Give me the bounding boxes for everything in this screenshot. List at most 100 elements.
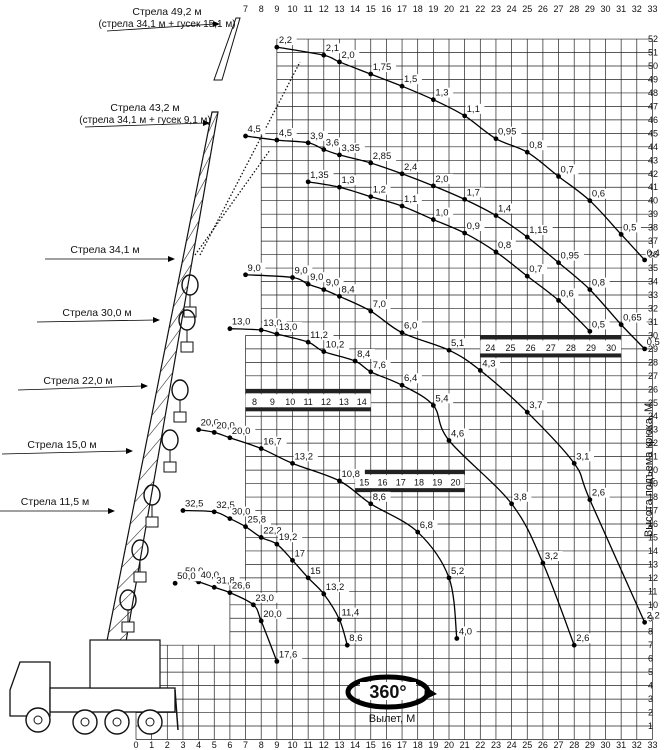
hatch-band-label: 29 — [586, 343, 596, 353]
load-label: 2,0 — [435, 174, 448, 185]
load-point — [446, 438, 452, 443]
load-label-bg — [215, 499, 240, 510]
load-label-bg — [403, 194, 422, 205]
top-x-tick-label: 26 — [538, 4, 548, 14]
load-point — [305, 179, 311, 185]
y-tick-label: 34 — [648, 277, 658, 287]
boom-lattice — [112, 589, 136, 612]
x-tick-label: 23 — [491, 740, 501, 750]
y-tick-label: 52 — [648, 34, 658, 44]
top-x-tick-label: 18 — [413, 4, 423, 14]
y-tick-label: 32 — [648, 303, 658, 313]
load-label: 6,4 — [404, 373, 417, 384]
x-tick-label: 12 — [319, 740, 329, 750]
load-label-bg — [371, 62, 397, 73]
load-point — [321, 349, 327, 354]
x-tick-label: 17 — [397, 740, 407, 750]
load-label-bg — [199, 569, 224, 580]
load-label: 11,4 — [341, 608, 359, 619]
load-label-bg — [434, 87, 454, 98]
load-label: 19,2 — [279, 532, 298, 543]
load-label: 6,0 — [404, 321, 417, 332]
truck-cab — [9, 661, 51, 717]
load-label-bg — [543, 551, 563, 562]
load-label-bg — [403, 320, 422, 331]
load-label: 2,2 — [647, 610, 660, 621]
load-point — [337, 184, 342, 190]
load-point — [352, 358, 358, 364]
load-point — [368, 501, 374, 507]
top-x-tick-label: 30 — [600, 4, 610, 14]
load-point — [227, 435, 233, 441]
y-tick-label: 18 — [648, 492, 658, 502]
hatch-band-label: 11 — [303, 397, 312, 407]
top-x-tick-label: 25 — [522, 4, 532, 14]
boom-lattice — [203, 133, 215, 156]
load-label-bg — [183, 498, 209, 509]
load-label-bg — [293, 451, 318, 462]
load-label-bg — [309, 272, 328, 283]
load-label: 7,6 — [373, 360, 386, 371]
load-point — [211, 509, 217, 515]
load-label-bg — [496, 203, 516, 214]
boom-label: Стрела 43,2 м — [110, 102, 179, 114]
load-label-bg — [575, 451, 594, 462]
boom-lattice — [168, 307, 185, 330]
load-label-bg — [645, 610, 665, 621]
boom-label-arrowhead — [213, 21, 220, 27]
x-tick-label: 27 — [554, 740, 564, 750]
load-label-bg — [403, 373, 422, 384]
load-point — [368, 71, 374, 77]
top-x-tick-label: 16 — [381, 4, 391, 14]
load-label-bg — [418, 520, 438, 531]
boom-lattice — [155, 372, 174, 395]
load-label: 9,0 — [310, 272, 323, 283]
load-label: 13,2 — [295, 451, 314, 462]
load-point — [290, 557, 295, 563]
load-label-bg — [434, 207, 454, 218]
boom-lattice — [129, 502, 151, 525]
load-label-bg — [309, 130, 328, 141]
load-label: 1,5 — [404, 74, 417, 85]
y-tick-label: 3 — [648, 694, 653, 704]
boom-lattice — [207, 111, 219, 134]
y-tick-label: 21 — [648, 452, 658, 462]
load-point — [305, 575, 311, 581]
load-label: 13,0 — [279, 322, 298, 333]
load-label-bg — [559, 164, 579, 175]
x-tick-label: 25 — [522, 740, 532, 750]
top-x-tick-label: 27 — [554, 4, 564, 14]
y-tick-label: 36 — [648, 250, 658, 260]
load-label: 2,85 — [373, 151, 392, 162]
outrigger — [174, 689, 179, 731]
hook-block — [161, 429, 179, 451]
load-label: 1,35 — [310, 170, 329, 181]
y-tick-label: 16 — [648, 519, 658, 529]
load-label-bg — [277, 649, 303, 660]
load-point — [446, 575, 452, 581]
load-label-bg — [176, 571, 201, 582]
y-tick-label: 50 — [648, 61, 658, 71]
hatch-band-bg — [245, 394, 371, 408]
load-label: 0,8 — [592, 278, 605, 289]
top-x-tick-label: 33 — [647, 4, 657, 14]
x-tick-label: 15 — [366, 740, 376, 750]
load-label: 0,6 — [561, 288, 574, 299]
y-tick-label: 26 — [648, 384, 658, 394]
y-tick-label: 8 — [648, 627, 653, 637]
y-tick-label: 46 — [648, 115, 658, 125]
load-label-bg — [277, 322, 303, 333]
load-point — [368, 194, 374, 200]
load-label: 20,0 — [216, 420, 235, 431]
load-point — [477, 368, 483, 373]
load-label: 9,0 — [295, 265, 308, 276]
hatch-band-label: 20 — [451, 478, 461, 488]
load-label-bg — [622, 312, 647, 323]
truck-hub — [80, 717, 90, 727]
load-curve — [245, 135, 646, 350]
load-point — [430, 217, 436, 222]
jib-dotted-line — [194, 149, 271, 256]
top-x-tick-label: 19 — [428, 4, 438, 14]
top-x-tick-label: 10 — [287, 4, 297, 14]
load-label-bg — [434, 393, 454, 404]
